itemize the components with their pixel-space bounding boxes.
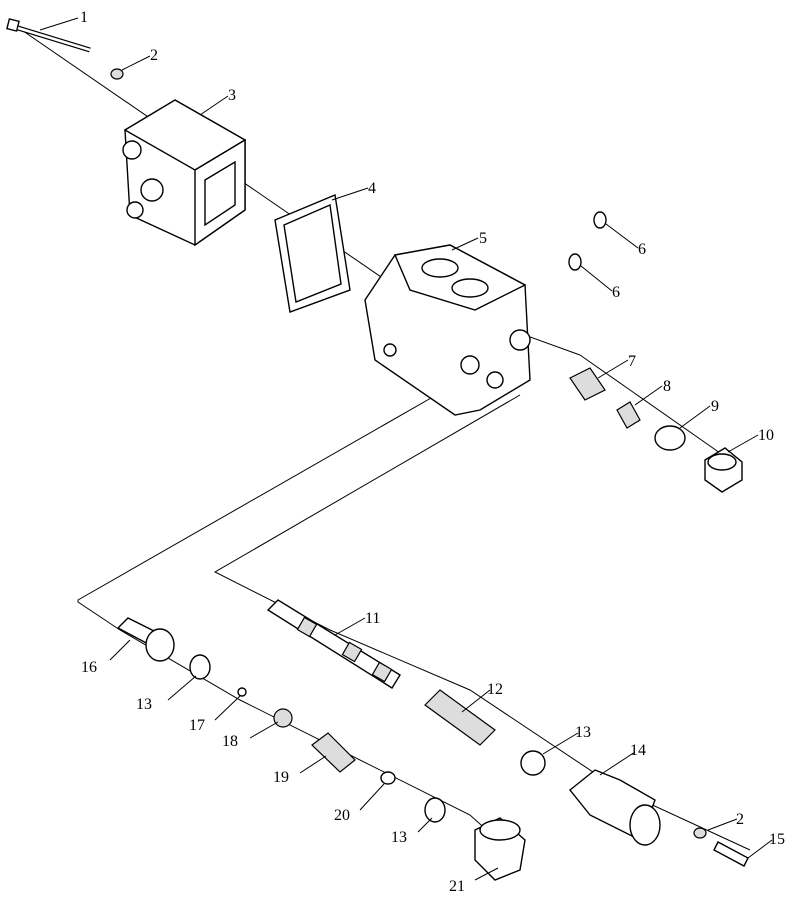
callout-15: 15 [769,831,785,848]
part-13-o-ring-c [424,797,446,823]
part-2-washer-b [693,827,707,839]
callout-6b: 6 [612,284,620,301]
callout-3: 3 [228,87,236,104]
callout-19: 19 [273,769,289,786]
callout-10: 10 [758,427,774,444]
callout-14: 14 [630,742,646,759]
part-14-housing [569,769,661,846]
part-5-valve-body [364,244,531,416]
callout-13c: 13 [391,829,407,846]
callout-5: 5 [479,230,487,247]
callout-2b: 2 [736,811,744,828]
assembly-lines [9,21,751,861]
callout-20: 20 [334,807,350,824]
callout-13b: 13 [575,724,591,741]
part-13-o-ring-a [189,654,211,680]
callout-13a: 13 [136,696,152,713]
part-19-spring [311,732,356,773]
part-10-plug [704,447,743,493]
part-2-washer [110,68,124,80]
part-9-o-ring [654,425,686,451]
callout-8: 8 [663,378,671,395]
part-20-washer [380,771,396,785]
callout-9: 9 [711,398,719,415]
callout-17: 17 [189,717,205,734]
part-12-spring [424,689,496,746]
part-7-seat [569,367,606,401]
callout-4: 4 [368,180,376,197]
part-11-spool [266,599,401,689]
callout-labels: 1 2 3 4 5 6 6 7 8 9 10 11 12 13 13 13 14… [80,9,785,895]
part-4-gasket [274,194,351,313]
part-3-cover [122,99,247,247]
part-13-o-ring-b [520,750,546,776]
callout-16: 16 [81,659,97,676]
callout-18: 18 [222,733,238,750]
part-16-sleeve [116,617,175,662]
callout-6a: 6 [638,241,646,258]
part-8-spring [616,401,641,429]
part-21-cap [474,817,526,881]
callout-7: 7 [628,353,636,370]
part-18-seat [273,708,293,728]
callout-21: 21 [449,878,465,895]
part-6-o-ring-b [568,253,582,271]
part-15-bolt [713,841,749,867]
callout-leaders [39,17,773,881]
part-1-bolt [6,18,91,53]
callout-2: 2 [150,47,158,64]
callout-12: 12 [487,681,503,698]
callout-1: 1 [80,9,88,26]
part-6-o-ring-a [593,211,607,229]
callout-11: 11 [365,610,380,627]
part-17-ball [237,687,247,697]
